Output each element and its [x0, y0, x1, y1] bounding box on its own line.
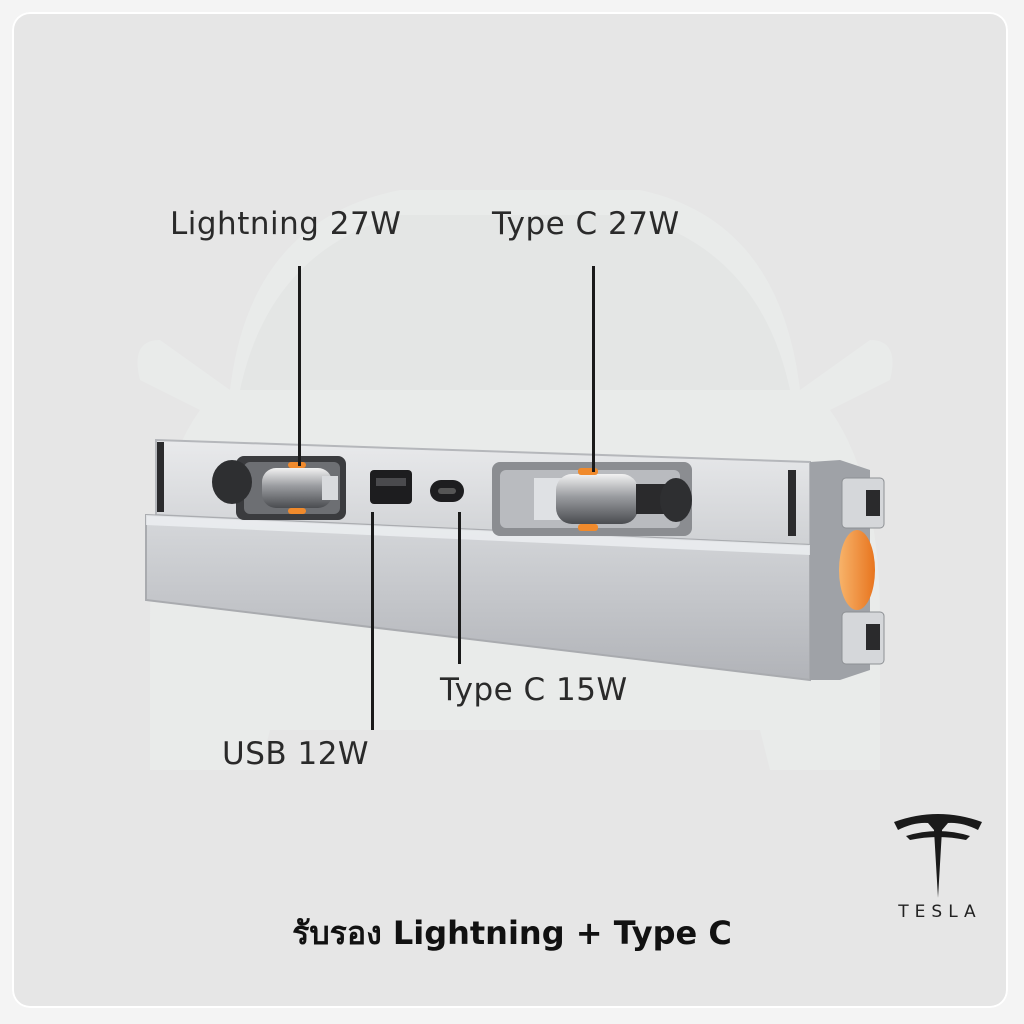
- leader-line-typec-27w: [592, 266, 595, 472]
- leader-line-typec-15w: [458, 512, 461, 664]
- label-lightning-27w: Lightning 27W: [170, 206, 402, 242]
- leader-line-usb: [371, 512, 374, 730]
- leader-line-lightning: [298, 266, 301, 466]
- tesla-wordmark: TESLA: [898, 902, 982, 922]
- label-usb-12w: USB 12W: [222, 736, 370, 772]
- label-typec-15w: Type C 15W: [440, 672, 628, 708]
- compatibility-caption: รับรอง Lightning + Type C: [292, 914, 732, 952]
- tesla-logo-icon: [894, 814, 982, 898]
- label-typec-27w: Type C 27W: [492, 206, 680, 242]
